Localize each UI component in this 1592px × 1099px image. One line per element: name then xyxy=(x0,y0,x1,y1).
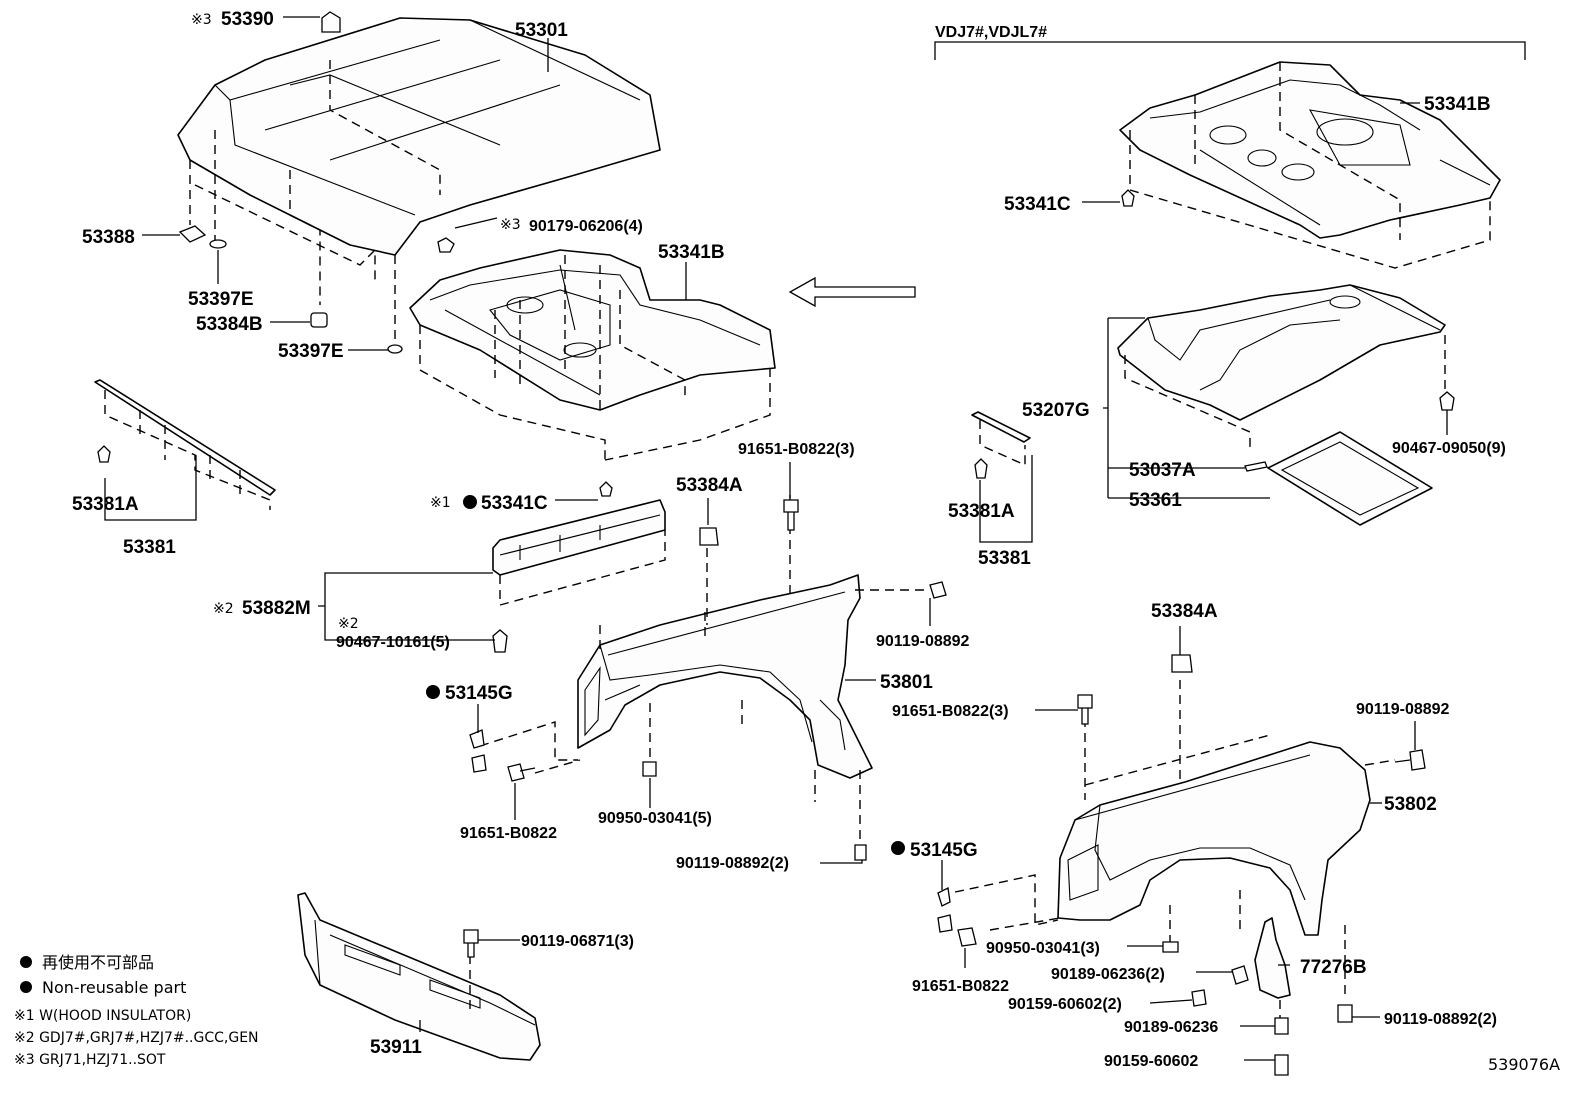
cowl-seal-53882M xyxy=(492,499,666,606)
direction-arrow xyxy=(788,276,916,308)
label-90179-06206: 90179-06206(4) xyxy=(529,218,643,235)
label-53341C-main: 53341C xyxy=(481,493,548,514)
label-90467-09050: 90467-09050(9) xyxy=(1392,440,1506,457)
label-90119-06871: 90119-06871(3) xyxy=(521,933,634,950)
front-spoiler-53911 xyxy=(297,892,541,1061)
legend-note-1: ※1 W(HOOD INSULATOR) xyxy=(14,1008,191,1024)
hood-panel xyxy=(177,17,661,256)
cowl-clip-90467 xyxy=(492,629,508,653)
label-53397E-a: 53397E xyxy=(188,289,254,310)
duct-clip-90467-09050 xyxy=(1439,391,1455,411)
front-fender-right xyxy=(1057,741,1371,936)
fender-right-hardware xyxy=(937,654,1426,1023)
label-90189-06236-2: 90189-06236(2) xyxy=(1051,966,1165,983)
hood-clip-53390 xyxy=(321,11,341,33)
label-90119-08892-right: 90119-08892 xyxy=(1356,701,1450,718)
label-90950-03041-5: 90950-03041(5) xyxy=(598,810,712,827)
label-53802: 53802 xyxy=(1384,794,1437,815)
label-90467-10161: 90467-10161(5) xyxy=(336,634,450,651)
duct-frame-53361 xyxy=(1267,431,1433,526)
variant-heading: VDJ7#,VDJL7# xyxy=(935,24,1047,41)
variant-bracket xyxy=(934,41,1526,60)
diagram-id: 539076A xyxy=(1488,1055,1560,1074)
mudguard-hardware xyxy=(1191,965,1289,1076)
note-mark-2: ※2 xyxy=(213,601,234,617)
label-90189-06236: 90189-06236 xyxy=(1124,1019,1218,1036)
label-53301: 53301 xyxy=(515,20,568,41)
label-53341B-main: 53341B xyxy=(658,242,725,263)
hood-seal-left xyxy=(94,379,276,510)
note-mark-3: ※3 xyxy=(191,12,212,28)
label-53381-right: 53381 xyxy=(978,548,1031,569)
label-90119-08892-2-right: 90119-08892(2) xyxy=(1384,1011,1497,1028)
label-90159-60602: 90159-60602 xyxy=(1104,1053,1198,1070)
spoiler-bolt-90119-06871 xyxy=(463,929,479,958)
seal-clip-53381A-right xyxy=(974,458,988,479)
legend-bullet-2 xyxy=(20,981,32,993)
insulator-clip-53341C xyxy=(599,481,613,497)
label-77276B: 77276B xyxy=(1300,957,1367,978)
label-53145G-left: 53145G xyxy=(445,683,513,704)
mudguard-77276B xyxy=(1254,917,1291,999)
label-90950-03041-3: 90950-03041(3) xyxy=(986,940,1100,957)
legend-nonreusable-en: Non-reusable part xyxy=(42,978,186,997)
label-53388: 53388 xyxy=(82,227,135,248)
label-53145G-right: 53145G xyxy=(910,840,978,861)
front-fender-left xyxy=(577,574,873,779)
part-labels: ※3 53390 53301 ※3 90179-06206(4) 53341B … xyxy=(72,9,1560,1074)
hood-seal-right xyxy=(971,411,1031,467)
label-53384A-right: 53384A xyxy=(1151,601,1218,622)
non-reusable-bullet-53145G-left xyxy=(426,685,440,699)
label-53801: 53801 xyxy=(880,672,933,693)
insulator-clip-53341C-right xyxy=(1121,189,1135,207)
label-53381-left: 53381 xyxy=(123,537,176,558)
label-53341C-right: 53341C xyxy=(1004,194,1071,215)
leader-lines xyxy=(104,16,1448,1061)
label-53390: 53390 xyxy=(221,9,274,30)
label-53361: 53361 xyxy=(1129,490,1182,511)
label-53384A-left: 53384A xyxy=(676,475,743,496)
label-91651-B0822-left: 91651-B0822 xyxy=(460,825,557,842)
duct-seal-53037A xyxy=(1244,461,1268,472)
label-53341B-right: 53341B xyxy=(1424,94,1491,115)
duct-dashed-guides xyxy=(1124,335,1446,448)
label-91651-B0822-3-top: 91651-B0822(3) xyxy=(738,441,855,458)
insulator-nut-90179 xyxy=(437,237,455,253)
legend-nonreusable-jp: 再使用不可部品 xyxy=(42,953,154,972)
hood-cushions xyxy=(209,239,403,354)
legend-note-2: ※2 GDJ7#,GRJ7#,HZJ7#..GCC,GEN xyxy=(14,1030,259,1046)
label-90119-08892-top: 90119-08892 xyxy=(876,633,970,650)
label-53037A: 53037A xyxy=(1129,460,1196,481)
label-53381A-right: 53381A xyxy=(948,501,1015,522)
legend-bullet-1 xyxy=(20,956,32,968)
legend: 再使用不可部品 Non-reusable part ※1 W(HOOD INSU… xyxy=(14,953,259,1068)
label-90119-08892-2: 90119-08892(2) xyxy=(676,855,789,872)
hood-dashed-guides xyxy=(189,60,441,345)
label-91651-B0822-right: 91651-B0822 xyxy=(912,978,1009,995)
label-53911: 53911 xyxy=(370,1037,422,1058)
label-53397E-b: 53397E xyxy=(278,341,344,362)
label-53384B: 53384B xyxy=(196,314,263,335)
hood-insulator-right xyxy=(1119,61,1501,239)
fender-left-hardware xyxy=(469,499,947,861)
label-91651-B0822-3-right: 91651-B0822(3) xyxy=(892,703,1009,720)
hood-insulator-left xyxy=(409,249,776,411)
label-53882M: 53882M xyxy=(242,598,311,619)
label-53207G: 53207G xyxy=(1022,400,1090,421)
label-90159-60602-2: 90159-60602(2) xyxy=(1008,996,1122,1013)
note-mark-2b: ※2 xyxy=(338,616,359,632)
note-mark-3b: ※3 xyxy=(500,217,521,233)
non-reusable-bullet-53145G-right xyxy=(891,841,905,855)
insulator-right-dashed-guides xyxy=(1129,62,1491,269)
non-reusable-bullet-53341C xyxy=(463,495,477,509)
insulator-left-dashed-guides xyxy=(419,255,771,461)
legend-note-3: ※3 GRJ71,HZJ71..SOT xyxy=(14,1052,166,1068)
label-53381A-left: 53381A xyxy=(72,494,139,515)
seal-clip-53381A-left xyxy=(97,445,111,463)
fender-right-dashed-guides xyxy=(954,680,1396,1000)
air-duct-53207G xyxy=(1117,284,1446,421)
note-mark-1: ※1 xyxy=(430,495,451,511)
hood-bumper-53388 xyxy=(178,225,207,243)
